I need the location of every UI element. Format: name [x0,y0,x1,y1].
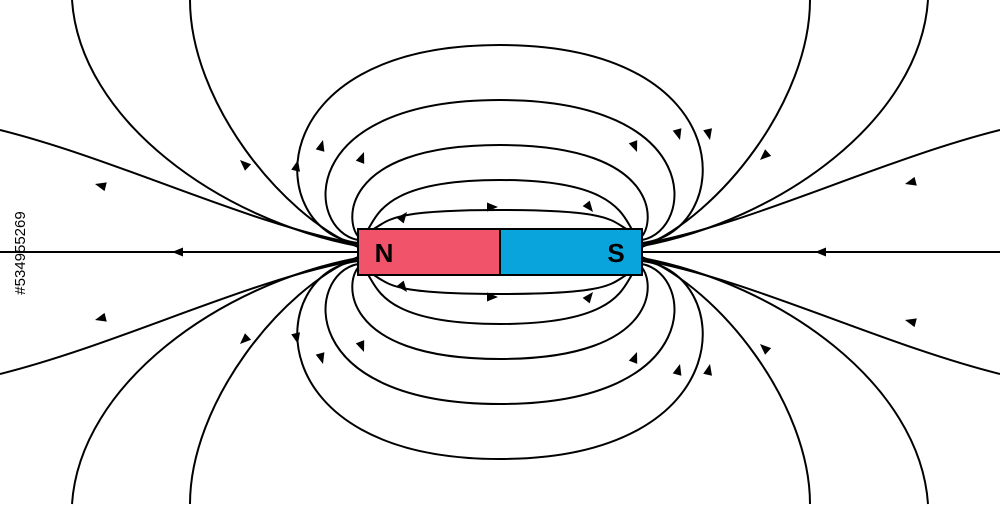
field-arrow [628,352,638,364]
field-line-open [189,256,359,505]
north-label: N [375,238,394,268]
stock-id-label: #534955269 [12,211,29,295]
field-line-open [71,0,359,247]
field-arrow [315,352,325,364]
field-arrow [703,364,712,376]
field-line-loop-upper [324,98,676,241]
field-arrow [240,160,252,171]
field-line-open [641,0,929,247]
south-label: S [607,238,624,268]
field-arrow [672,128,682,140]
field-line-open [641,129,1000,245]
field-arrow [396,212,407,224]
field-line-loop-lower [324,263,676,406]
field-arrow [703,128,712,140]
field-line-loop-upper [361,178,639,237]
field-arrow [291,160,300,172]
field-line-open [0,259,359,375]
field-arrow [487,292,498,302]
field-line-open [641,256,811,505]
field-line-open [0,129,359,245]
field-arrow [628,140,638,152]
field-line-loop-upper [367,208,633,233]
field-arrow [487,202,498,212]
field-arrow [172,247,183,257]
north-pole [358,229,500,275]
field-arrow [291,332,300,344]
field-line-loop-lower [367,271,633,296]
field-line-loop-upper [351,143,649,239]
field-arrow [672,364,682,376]
field-arrow [355,340,365,352]
field-line-open [189,0,359,248]
field-line-loop-lower [361,267,639,326]
field-line-loop-upper [296,43,704,244]
field-line-open [641,0,811,248]
field-arrow [355,152,365,164]
field-arrow [815,247,826,257]
field-arrow [315,140,325,152]
field-arrow [760,149,772,160]
field-line-open [641,257,929,505]
field-line-loop-lower [296,260,704,461]
field-arrow [396,280,407,292]
field-arrow [240,333,252,344]
field-arrow [905,318,917,328]
bar-magnet: N S [357,228,643,276]
field-arrow [582,200,593,212]
field-arrow [95,312,107,322]
field-line-open [71,257,359,505]
field-line-open [641,259,1000,375]
south-pole [500,229,642,275]
field-arrow [582,292,593,304]
field-line-loop-lower [351,265,649,361]
field-arrow [760,344,772,355]
field-arrow [95,182,107,192]
field-arrow [905,176,917,186]
